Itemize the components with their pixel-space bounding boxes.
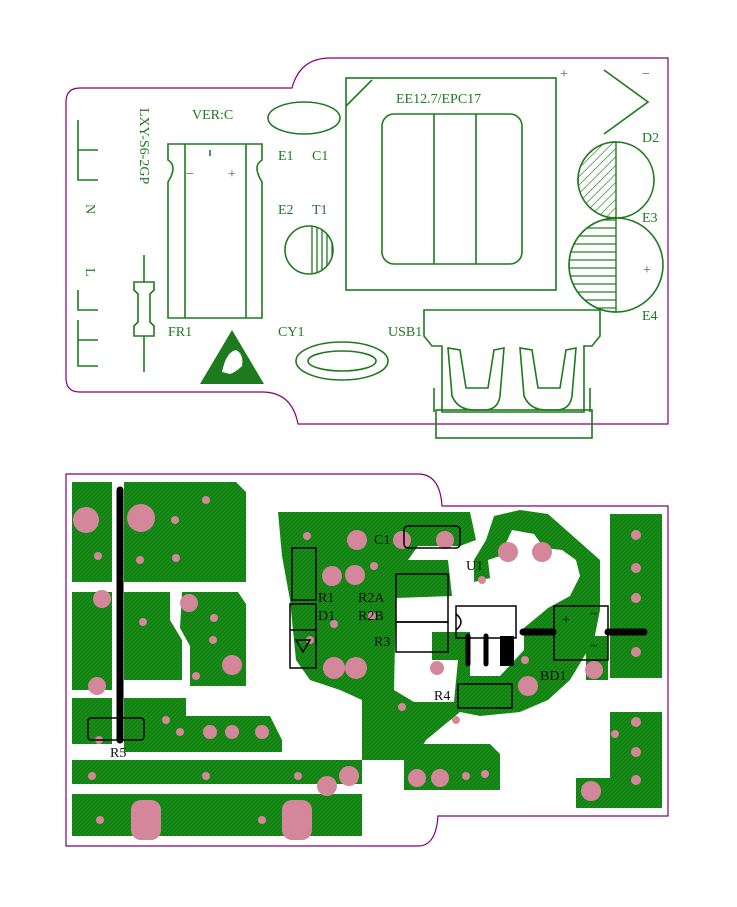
copper-layer: C1 U1 R1 D1 R2A R2B R3 BD1 R4 R5 + ~ ~ xyxy=(65,473,669,847)
board-outline-bottom xyxy=(65,473,669,847)
cu-label-r1: R1 xyxy=(318,591,334,606)
label-t1: T1 xyxy=(312,203,328,218)
copper-pours xyxy=(72,482,662,836)
label-n: N xyxy=(82,204,97,214)
label-e1: E1 xyxy=(278,149,294,164)
label-e3: E3 xyxy=(642,211,658,226)
board-outline-top xyxy=(65,57,669,425)
cu-label-r3: R3 xyxy=(374,635,390,650)
fuse-fr1-outline xyxy=(133,255,155,372)
silkscreen-layer: N L LXY-S6-2GP FR1 VER:C − + E1 C1 xyxy=(65,57,669,439)
cap-e1-outline xyxy=(167,143,263,319)
cap-cy1-inner xyxy=(307,350,377,372)
e4-plus: + xyxy=(643,263,651,278)
e1-minus: − xyxy=(186,167,194,182)
d2-minus: − xyxy=(642,67,650,82)
label-e2: E2 xyxy=(278,203,294,218)
board-name: LXY-S6-2GP xyxy=(136,108,151,184)
cap-e4-polarity xyxy=(568,217,617,313)
cap-cy1-outline xyxy=(295,341,389,381)
pads xyxy=(73,496,641,840)
bd1-tilde-top: ~ xyxy=(590,607,598,622)
cu-label-c1: C1 xyxy=(374,533,390,548)
cu-label-r5: R5 xyxy=(110,746,126,761)
bd1-tilde-bottom: ~ xyxy=(590,639,598,654)
cu-label-u1: U1 xyxy=(466,559,483,574)
esd-warning-icon xyxy=(200,330,264,384)
cu-label-bd1: BD1 xyxy=(540,669,566,684)
u1-tab xyxy=(500,636,514,666)
label-cy1: CY1 xyxy=(278,325,304,340)
label-l: L xyxy=(82,268,97,277)
diode-d2-outline xyxy=(603,69,650,135)
transformer-t1-outline xyxy=(345,77,557,291)
e1-plus: + xyxy=(228,167,236,182)
cu-label-r4: R4 xyxy=(434,689,450,704)
label-version: VER:C xyxy=(192,108,233,123)
cu-label-d1: D1 xyxy=(318,609,335,624)
d2-plus: + xyxy=(560,67,568,82)
label-c1: C1 xyxy=(312,149,328,164)
cu-label-r2a: R2A xyxy=(358,591,385,606)
label-fr1: FR1 xyxy=(168,325,192,340)
copper-component-outlines xyxy=(87,525,609,741)
ac-input-outline xyxy=(77,120,98,367)
label-e4: E4 xyxy=(642,309,658,324)
cap-c1-outline xyxy=(267,101,341,135)
label-usb1: USB1 xyxy=(388,325,422,340)
usb1-outline xyxy=(423,309,601,439)
bd1-plus: + xyxy=(562,613,570,628)
jumpers xyxy=(116,486,648,744)
cap-e2-polarity xyxy=(309,226,333,274)
label-transformer: EE12.7/EPC17 xyxy=(396,92,481,107)
label-d2: D2 xyxy=(642,131,659,146)
cap-e3-polarity xyxy=(577,141,617,219)
cu-label-r2b: R2B xyxy=(358,609,384,624)
